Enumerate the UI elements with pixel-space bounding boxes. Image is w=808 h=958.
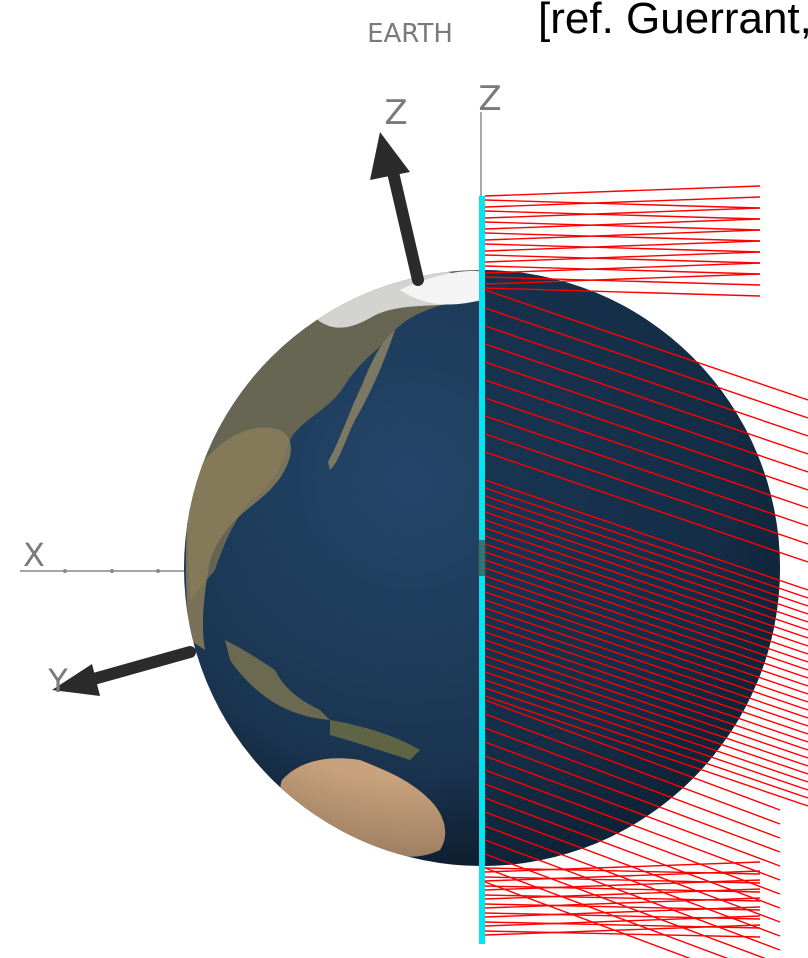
orbit-track-line <box>484 343 808 455</box>
orbit-track-line <box>484 655 808 767</box>
orbit-track-line <box>484 451 808 563</box>
orbit-track-line <box>484 199 761 209</box>
orbit-track-line <box>484 243 761 253</box>
orbit-track-line <box>484 695 808 807</box>
orbit-track-line <box>484 879 761 891</box>
orbit-track-line <box>484 769 781 881</box>
orbit-track-line <box>484 397 808 509</box>
orbit-track-line <box>484 861 761 873</box>
orbit-track-line <box>484 433 808 545</box>
x-axis-label: X <box>23 536 45 574</box>
orbit-track-line <box>484 379 808 491</box>
orbit-track-line <box>484 699 781 811</box>
orbit-track-line <box>484 870 761 882</box>
orbit-track-line <box>484 415 808 527</box>
orbit-track-line <box>484 361 808 473</box>
orbit-track-line <box>484 575 808 687</box>
orbit-track-line <box>484 479 808 591</box>
orbit-track-line <box>484 713 781 825</box>
orbit-track-line <box>484 559 808 671</box>
orbit-track-line <box>484 924 761 936</box>
orbit-track-line <box>484 583 808 695</box>
orbit-track-line <box>484 240 761 252</box>
orbit-track-line <box>484 607 808 719</box>
orbit-track-line <box>484 262 761 274</box>
orbit-track-line <box>484 687 808 799</box>
orbit-track-line <box>484 930 761 938</box>
orbit-track-line <box>484 218 761 230</box>
orbit-track-line <box>484 519 808 631</box>
body-z-label: Z <box>384 93 407 133</box>
orbit-track-line <box>484 915 761 927</box>
inertial-z-label: Z <box>478 79 501 119</box>
orbit-track-line <box>484 276 761 286</box>
orbit-track-line <box>484 783 781 895</box>
orbit-track-line <box>484 289 808 401</box>
orbit-track-line <box>484 567 808 679</box>
orbit-track-line <box>484 671 808 783</box>
orbit-track-line <box>484 543 808 655</box>
orbit-track-line <box>484 623 808 735</box>
orbit-track-line <box>484 185 761 197</box>
night-hemisphere <box>482 270 780 866</box>
orbit-track-line <box>484 207 761 219</box>
orbit-track-line <box>484 273 761 285</box>
orbit-track-line <box>484 196 761 208</box>
orbit-track-line <box>484 853 766 958</box>
orbit-track-line <box>484 254 761 264</box>
orbit-track-line <box>484 535 808 647</box>
orbit-track-line <box>484 487 808 599</box>
orbit-track-line <box>484 839 781 951</box>
orbit-track-line <box>484 639 808 751</box>
orbit-track-line <box>484 287 761 297</box>
orbit-track-lines <box>484 185 808 958</box>
orbit-track-line <box>484 265 761 275</box>
diagram-title: EARTH <box>367 19 453 49</box>
orbit-track-line <box>484 647 808 759</box>
orbit-track-line <box>484 679 808 791</box>
citation-text: [ref. Guerrant, <box>538 0 808 43</box>
orbit-track-line <box>484 727 781 839</box>
orbit-track-line <box>484 631 808 743</box>
orbit-track-line <box>484 511 808 623</box>
orbit-track-line <box>484 210 761 220</box>
orbit-track-line <box>484 232 761 242</box>
orbit-track-line <box>484 495 808 607</box>
orbit-track-line <box>484 229 761 241</box>
orbit-track-line <box>484 867 729 958</box>
orbit-track-line <box>484 251 761 263</box>
axis-center-marker <box>478 540 486 576</box>
orbit-track-line <box>484 897 761 909</box>
orbit-track-line <box>484 551 808 663</box>
orbit-track-line <box>484 221 761 231</box>
body-z-arrow <box>370 132 424 286</box>
orbit-track-line <box>484 881 691 958</box>
orbit-track-line <box>484 325 808 437</box>
orbit-track-line <box>484 599 808 711</box>
orbit-track-line <box>484 307 808 419</box>
orbit-track-line <box>484 755 781 867</box>
orbit-track-line <box>484 527 808 639</box>
y-axis-label: Y <box>47 662 68 700</box>
orbit-track-line <box>484 503 808 615</box>
orbit-track-line <box>484 906 761 918</box>
orbit-track-line <box>484 741 781 853</box>
orbit-track-line <box>484 591 808 703</box>
orbit-track-line <box>484 888 761 900</box>
body-y-arrow <box>52 646 196 696</box>
x-axis-ticks <box>63 569 160 573</box>
orbit-track-line <box>484 663 808 775</box>
orbit-track-line <box>484 615 808 727</box>
